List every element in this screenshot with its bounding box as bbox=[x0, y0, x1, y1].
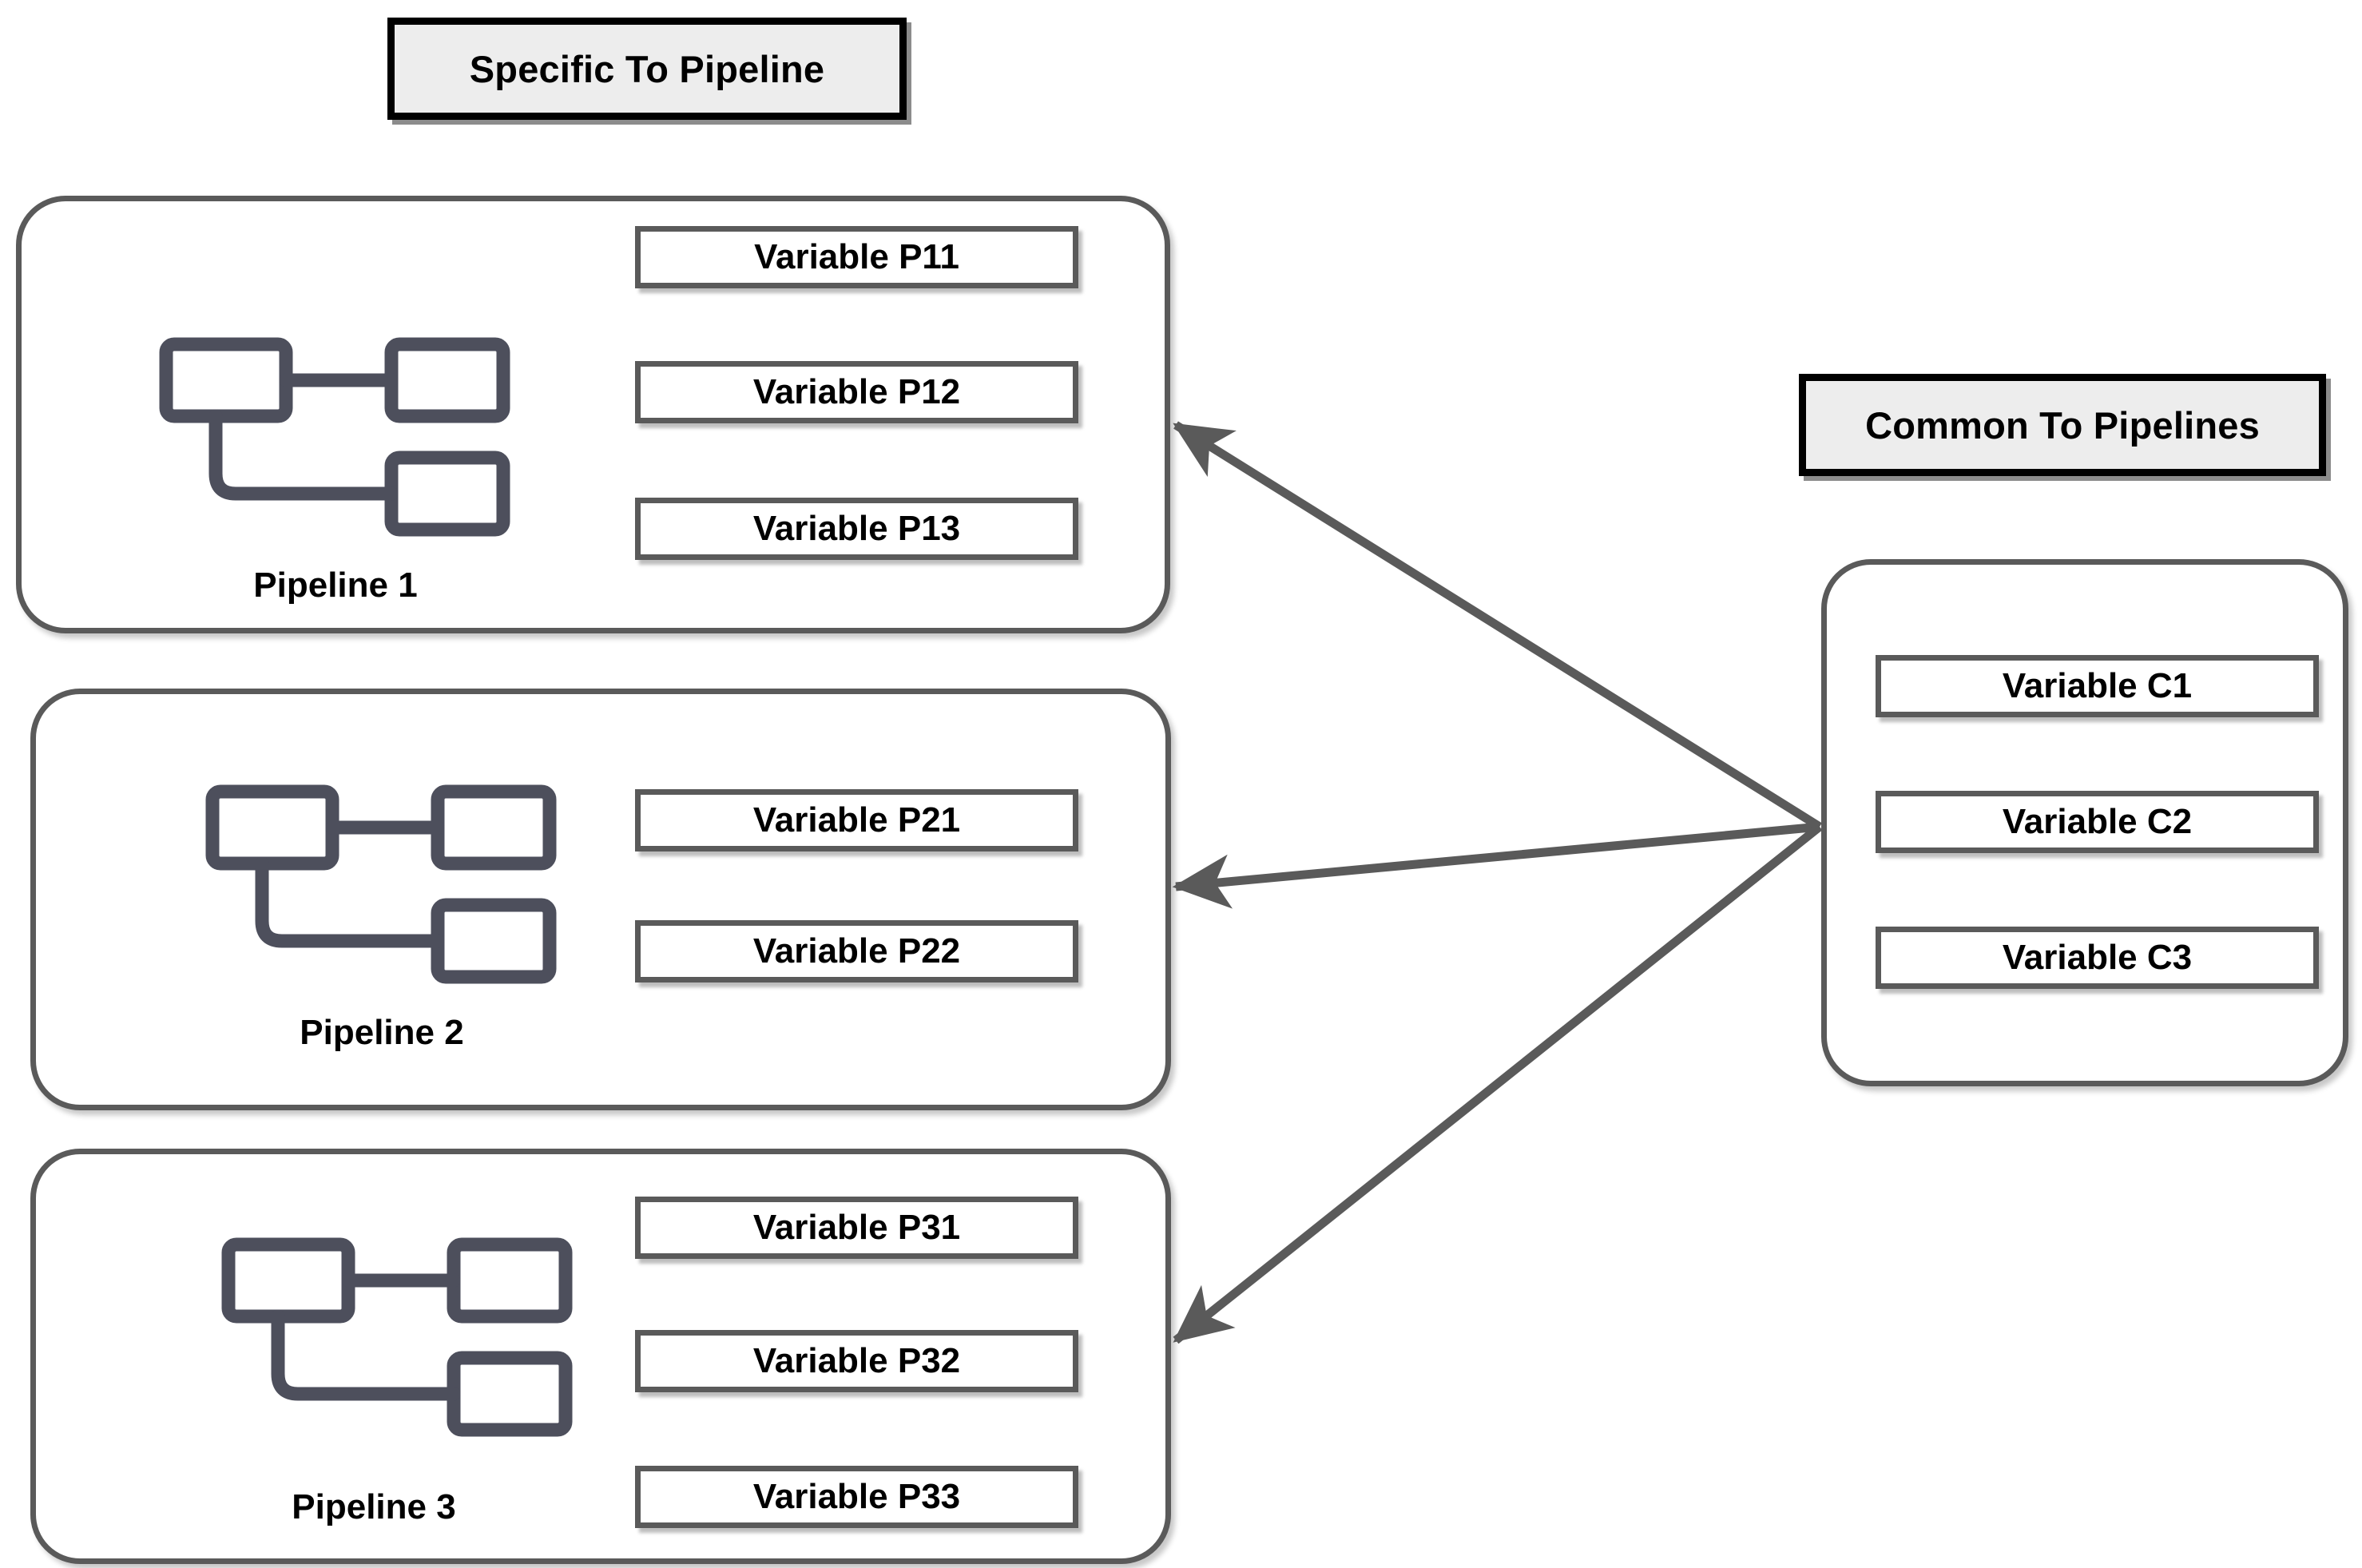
variable-chip-p33-label: Variable P33 bbox=[752, 1477, 961, 1516]
variable-chip-p12-label: Variable P12 bbox=[752, 372, 961, 411]
arrow-common-to-pipeline-2 bbox=[1172, 822, 1820, 909]
variable-chip-c2[interactable]: Variable C2 bbox=[1876, 791, 2319, 853]
pipeline-hierarchy-icon bbox=[152, 331, 519, 543]
arrow-common-to-pipeline-3 bbox=[1173, 823, 1823, 1344]
variable-chip-p32[interactable]: Variable P32 bbox=[635, 1330, 1078, 1392]
section-header-specific-label: Specific To Pipeline bbox=[469, 47, 825, 90]
pipeline-1-caption: Pipeline 1 bbox=[253, 566, 418, 605]
variable-chip-p31[interactable]: Variable P31 bbox=[635, 1197, 1078, 1259]
variable-chip-p13-label: Variable P13 bbox=[752, 509, 961, 548]
variable-chip-p33[interactable]: Variable P33 bbox=[635, 1466, 1078, 1528]
arrow-common-to-pipeline-1 bbox=[1173, 421, 1822, 831]
variable-chip-c3-label: Variable C3 bbox=[2002, 938, 2193, 977]
variable-chip-c1-label: Variable C1 bbox=[2002, 666, 2193, 705]
variable-chip-p22-label: Variable P22 bbox=[752, 931, 961, 971]
variable-chip-p12[interactable]: Variable P12 bbox=[635, 361, 1078, 423]
variable-chip-p31-label: Variable P31 bbox=[752, 1208, 961, 1247]
variable-chip-p11[interactable]: Variable P11 bbox=[635, 226, 1078, 288]
section-header-common-to-pipelines: Common To Pipelines bbox=[1799, 374, 2326, 476]
variable-chip-p11-label: Variable P11 bbox=[754, 237, 959, 276]
section-header-specific-to-pipeline: Specific To Pipeline bbox=[387, 18, 907, 120]
pipeline-3-caption: Pipeline 3 bbox=[292, 1487, 456, 1526]
variable-chip-p32-label: Variable P32 bbox=[752, 1341, 961, 1380]
section-header-common-label: Common To Pipelines bbox=[1865, 403, 2260, 447]
variable-chip-c3[interactable]: Variable C3 bbox=[1876, 927, 2319, 989]
pipeline-2-card[interactable] bbox=[30, 689, 1171, 1110]
pipeline-hierarchy-icon bbox=[214, 1232, 582, 1443]
variable-chip-c1[interactable]: Variable C1 bbox=[1876, 655, 2319, 717]
pipeline-2-caption: Pipeline 2 bbox=[300, 1013, 464, 1052]
variable-chip-p21-label: Variable P21 bbox=[752, 800, 961, 840]
variable-chip-p22[interactable]: Variable P22 bbox=[635, 920, 1078, 982]
variable-chip-p13[interactable]: Variable P13 bbox=[635, 498, 1078, 560]
variable-chip-c2-label: Variable C2 bbox=[2002, 802, 2193, 841]
pipeline-hierarchy-icon bbox=[198, 779, 566, 990]
variable-chip-p21[interactable]: Variable P21 bbox=[635, 789, 1078, 851]
